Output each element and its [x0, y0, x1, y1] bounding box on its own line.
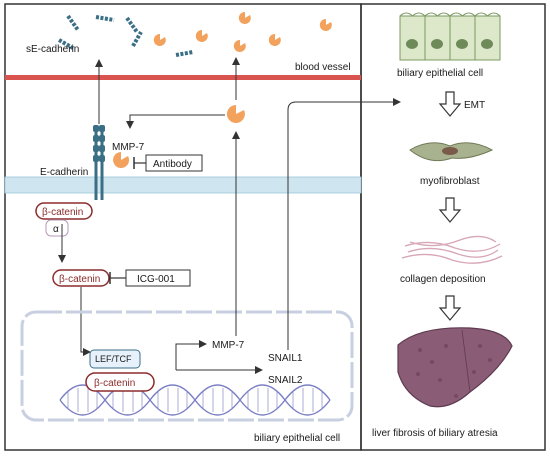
collagen-label: collagen deposition — [400, 274, 486, 285]
e-cadherin-label: E-cadherin — [40, 167, 88, 178]
right-panel-frame — [360, 3, 546, 451]
arrow-to-mmp7 — [175, 340, 207, 370]
arrow-mmp7-to-receptor — [126, 114, 225, 129]
collagen-fibers — [401, 235, 503, 264]
liver-shape — [397, 327, 513, 408]
e-cadherin-receptor — [93, 125, 105, 200]
mmp7-released — [226, 104, 245, 123]
emt-label: EMT — [464, 100, 485, 111]
se-cadherin-fragments — [58, 14, 194, 57]
mmp7-label-top: MMP-7 — [112, 142, 145, 153]
icg001-label: ICG-001 — [137, 274, 175, 285]
se-cadherin-label: sE-cadherin — [26, 44, 79, 55]
mmp7-molecules — [153, 11, 332, 52]
blood-vessel-label: blood vessel — [295, 62, 351, 73]
cell-membrane — [4, 176, 362, 194]
lef-tcf-label: LEF/TCF — [95, 354, 132, 364]
arrow-to-nucleus — [80, 287, 91, 356]
beta-catenin-cytosol-label: β-catenin — [59, 274, 100, 285]
dna-helix — [59, 384, 331, 416]
beta-catenin-nucleus — [85, 372, 155, 392]
down-arrow-3 — [438, 295, 462, 321]
bec-left-label: biliary epithelial cell — [254, 433, 340, 444]
beta-catenin-membrane-label: β-catenin — [42, 207, 83, 218]
beta-catenin-cytosol — [52, 269, 110, 287]
arrow-snail-to-emt — [287, 98, 401, 350]
blood-vessel-line — [5, 75, 361, 80]
biliary-epithelial-cells — [399, 12, 501, 61]
mmp7-label-bottom: MMP-7 — [212, 340, 245, 351]
beta-catenin-membrane — [35, 202, 93, 220]
down-arrow-2 — [438, 197, 462, 223]
mmp7-bound — [113, 152, 130, 168]
beta-catenin-nucleus-label: β-catenin — [94, 378, 135, 389]
liver-label: liver fibrosis of biliary atresia — [372, 428, 498, 439]
myofibroblast-label: myofibroblast — [420, 176, 480, 187]
myofibroblast-shape — [409, 142, 494, 162]
bec-right-label: biliary epithelial cell — [397, 68, 483, 79]
snail2-label: SNAIL2 — [268, 375, 303, 386]
down-arrow-1 — [438, 91, 462, 117]
antibody-box — [145, 154, 203, 172]
alpha-label: α — [53, 224, 59, 235]
lef-tcf-box — [89, 349, 141, 369]
icg001-box — [125, 269, 191, 287]
antibody-label: Antibody — [153, 159, 192, 170]
snail1-label: SNAIL1 — [268, 353, 303, 364]
nucleus-outline — [20, 310, 354, 422]
